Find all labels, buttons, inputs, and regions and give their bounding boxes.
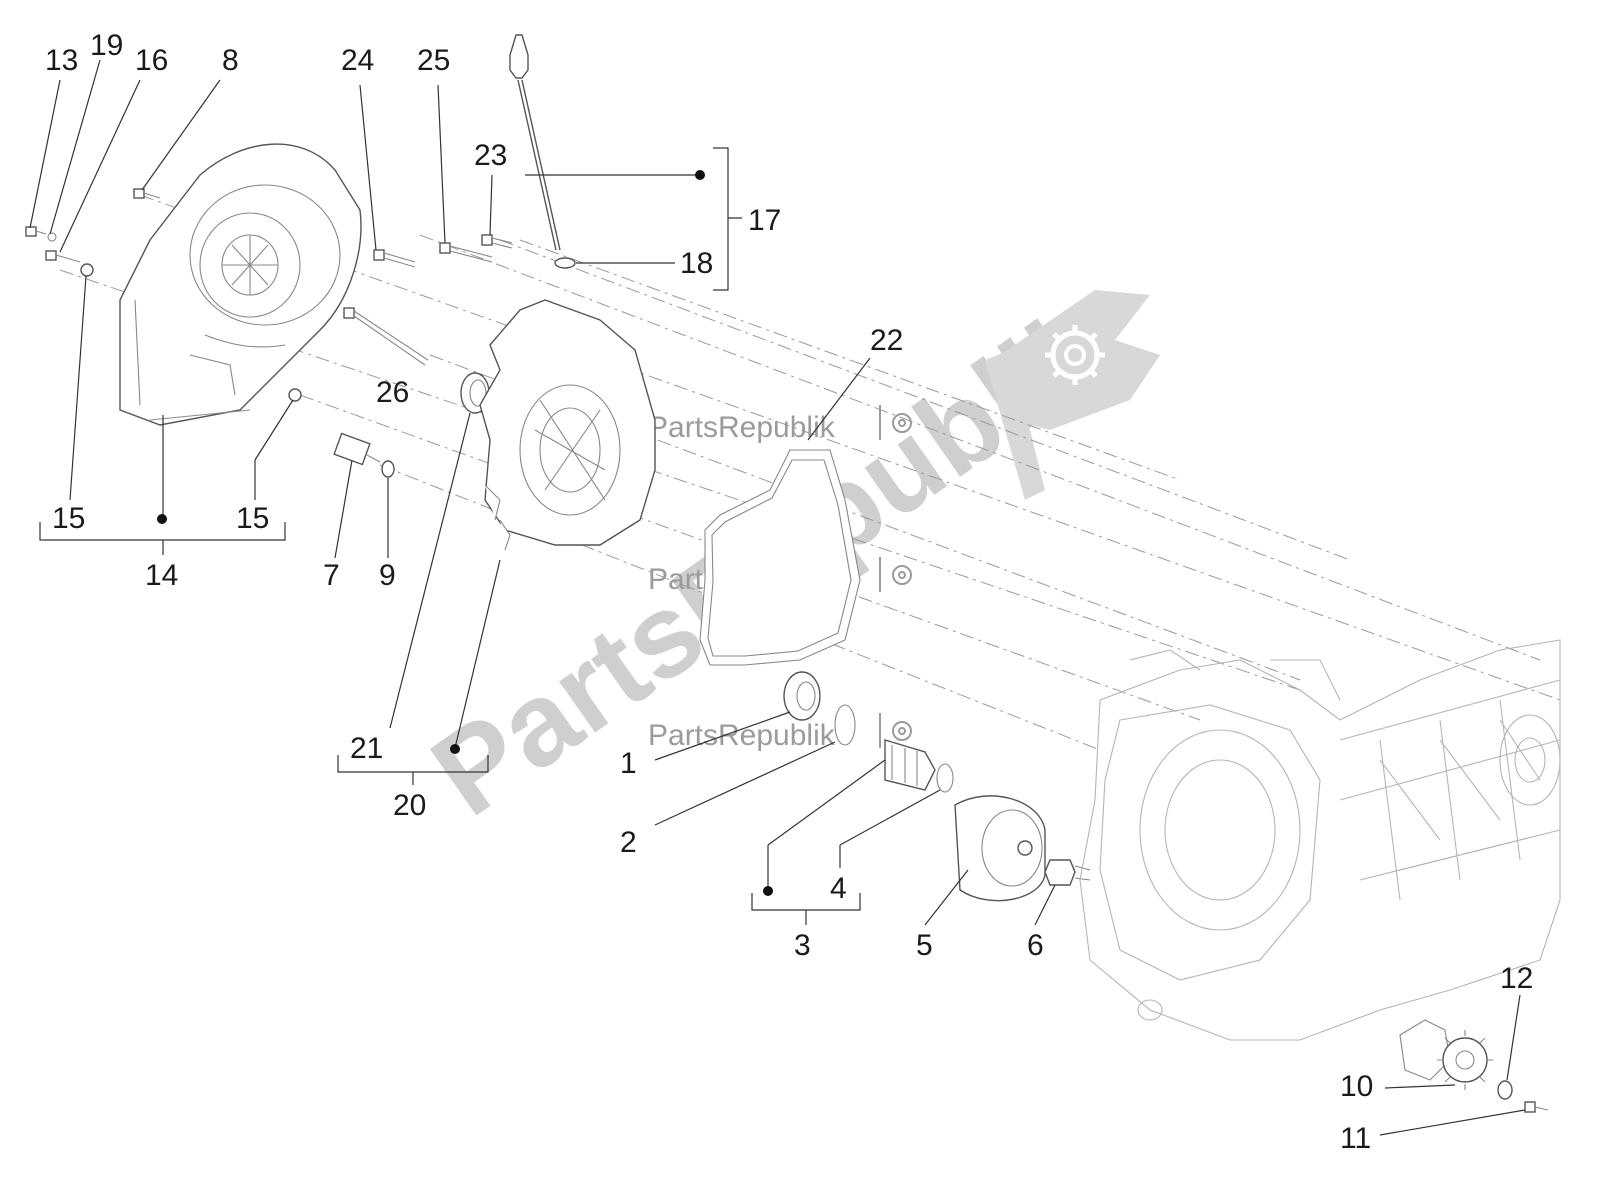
o-ring-2 xyxy=(834,704,856,746)
callout-16: 16 xyxy=(135,44,168,77)
leader-lines xyxy=(29,59,1526,1136)
fasteners-left xyxy=(25,188,302,402)
bolt-24 xyxy=(373,249,416,268)
callout-13: 13 xyxy=(45,44,78,77)
callout-6: 6 xyxy=(1027,929,1044,962)
crankcase xyxy=(1079,639,1561,1041)
fan-cover xyxy=(119,143,362,426)
o-ring-18 xyxy=(554,257,576,269)
callout-11: 11 xyxy=(1340,1122,1371,1155)
callout-22: 22 xyxy=(870,324,903,357)
engine-cover xyxy=(479,299,656,551)
callout-1: 1 xyxy=(620,747,637,780)
gasket xyxy=(699,449,861,666)
callout-9: 9 xyxy=(379,559,396,592)
callout-15b: 15 xyxy=(236,502,269,535)
screw-8 xyxy=(133,188,161,199)
oil-filter-parts xyxy=(783,671,1091,902)
watermark-small-text-3: PartsRepublik xyxy=(648,719,836,752)
bolt-16 xyxy=(45,250,81,263)
sensor xyxy=(333,432,381,466)
callout-2: 2 xyxy=(620,826,637,859)
watermark-gear-icon xyxy=(879,405,912,748)
bolt-13 xyxy=(25,226,47,237)
oil-filter-5 xyxy=(954,795,1046,902)
washer-12 xyxy=(1497,1080,1513,1100)
bolt-25 xyxy=(439,242,493,263)
callout-12: 12 xyxy=(1500,962,1533,995)
callout-20: 20 xyxy=(393,789,426,822)
bolt-26 xyxy=(343,307,429,366)
sprocket-10 xyxy=(1437,1030,1493,1090)
bolt-23 xyxy=(481,234,513,249)
callout-4: 4 xyxy=(830,872,847,905)
filter-mount-3 xyxy=(884,739,936,791)
washer-19 xyxy=(47,232,57,242)
callout-7: 7 xyxy=(323,559,340,592)
callout-23: 23 xyxy=(474,139,507,172)
callout-10: 10 xyxy=(1340,1070,1373,1103)
dipstick xyxy=(509,34,576,269)
callout-15a: 15 xyxy=(52,502,85,535)
oil-pump xyxy=(1399,1019,1549,1113)
watermark-logo-icon xyxy=(985,290,1160,500)
group-dots xyxy=(157,170,773,896)
callout-26: 26 xyxy=(376,376,409,409)
callout-24: 24 xyxy=(341,44,374,77)
washer-9 xyxy=(381,460,395,478)
callout-21: 21 xyxy=(350,732,383,765)
callout-17: 17 xyxy=(748,204,781,237)
seal-1 xyxy=(783,671,821,721)
callout-25: 25 xyxy=(417,44,450,77)
watermark-small-text-1: PartsRepublik xyxy=(648,411,836,444)
callout-18: 18 xyxy=(680,247,713,280)
callout-19: 19 xyxy=(90,29,123,62)
grommet-15b xyxy=(288,388,302,402)
center-bolts xyxy=(343,234,513,366)
group-brackets xyxy=(39,147,861,925)
callout-3: 3 xyxy=(794,929,811,962)
callout-labels: 1 2 3 4 5 6 7 8 9 10 11 12 13 14 15 15 1… xyxy=(45,29,1533,1155)
callout-8: 8 xyxy=(222,44,239,77)
grommet-15a xyxy=(80,263,94,277)
o-ring-4 xyxy=(936,763,954,793)
callout-14: 14 xyxy=(145,559,178,592)
bolt-11 xyxy=(1524,1101,1549,1113)
callout-5: 5 xyxy=(916,929,933,962)
